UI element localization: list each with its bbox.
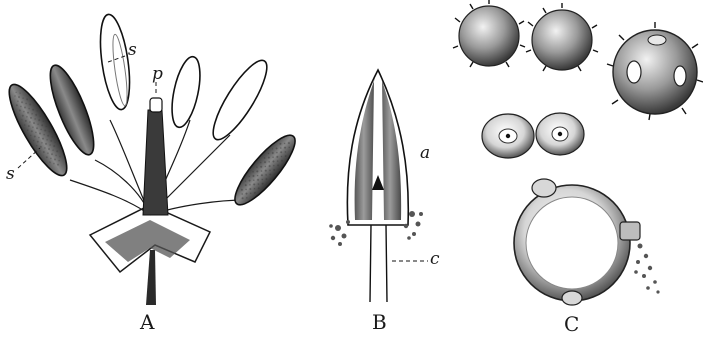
callout-a: a	[420, 143, 430, 163]
callout-s-top: s	[128, 40, 137, 60]
panel-label-a: A	[140, 310, 154, 334]
flower-drawing	[0, 13, 303, 305]
callout-p: p	[152, 64, 163, 84]
anther-section-drawing	[329, 70, 428, 302]
panel-label-c: C	[564, 312, 579, 336]
panel-label-b: B	[372, 310, 387, 334]
callout-s-left: s	[6, 164, 15, 184]
callout-c: c	[430, 249, 440, 269]
pollen-grains-drawing	[453, 0, 703, 305]
